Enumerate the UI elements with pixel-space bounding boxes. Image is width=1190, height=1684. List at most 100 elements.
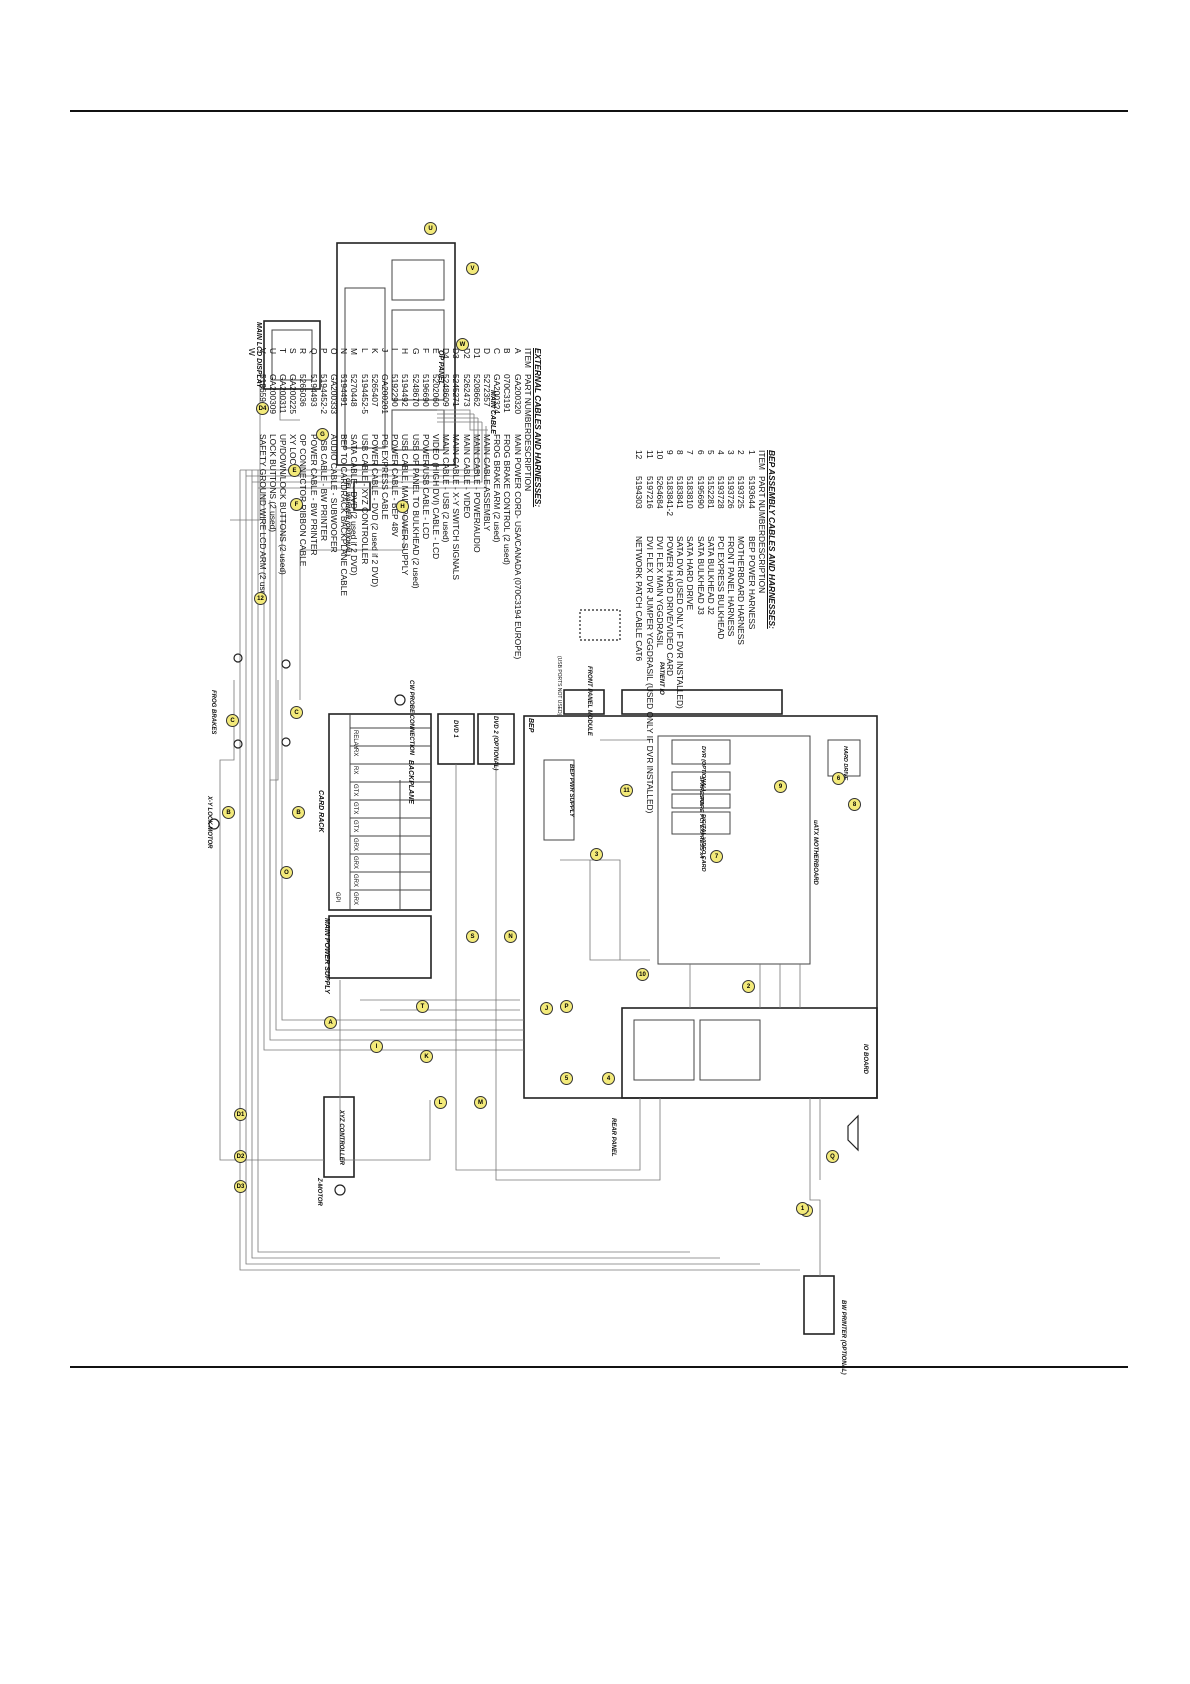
cable-desc: DVI FLEX DVR JUMPER YGGDRASIL (USED ONLY… bbox=[644, 536, 655, 814]
cable-item: M bbox=[349, 348, 360, 355]
callout-bubble: N bbox=[504, 930, 517, 943]
callout-bubble: L bbox=[434, 1096, 447, 1109]
card-slot-label: GPI bbox=[334, 892, 340, 903]
cable-item: D4 bbox=[441, 348, 452, 359]
cable-desc: SAFETY GROUND WIRE LCD ARM (2 used) bbox=[257, 434, 268, 603]
z-motor-label: Z-MOTOR bbox=[316, 1178, 322, 1206]
cable-part: 5193726 bbox=[726, 476, 737, 509]
callout-bubble: 3 bbox=[590, 848, 603, 861]
callout-bubble: O bbox=[280, 866, 293, 879]
callout-bubble: Q bbox=[826, 1150, 839, 1163]
cable-item: W bbox=[247, 348, 258, 356]
header-part: PART NUMBER bbox=[522, 374, 533, 435]
top-rule bbox=[70, 110, 1128, 112]
cable-desc: MAIN CABLE ASSEMBLY bbox=[481, 434, 492, 532]
cable-desc: BEP POWER HARNESS bbox=[746, 536, 757, 630]
cable-part: 5183841-2 bbox=[664, 476, 675, 517]
callout-bubble: M bbox=[474, 1096, 487, 1109]
cable-desc: PCI EXPRESS CABLE bbox=[379, 434, 390, 520]
callout-bubble: J bbox=[540, 1002, 553, 1015]
callout-bubble: U bbox=[424, 222, 437, 235]
cable-desc: POWER/USB CABLE - LCD bbox=[420, 434, 431, 540]
rear-panel-label: REAR PANEL bbox=[610, 1118, 616, 1157]
callout-bubble: A bbox=[324, 1016, 337, 1029]
cable-item: H bbox=[400, 348, 411, 355]
card-rack-box bbox=[328, 713, 432, 911]
xyz-controller-label: XYZ CONTROLLER bbox=[338, 1110, 344, 1165]
cable-item: D2 bbox=[461, 348, 472, 359]
card-slot-label: RELAY bbox=[352, 730, 358, 750]
cable-part bbox=[247, 374, 257, 434]
op-panel-box bbox=[336, 242, 456, 466]
cable-desc: SATA BULKHEAD J3 bbox=[695, 536, 706, 615]
cable-desc: DVI FLEX MAIN YGGDRASIL bbox=[654, 536, 665, 648]
external-list-header: ITEM PART NUMBER DESCRIPTION bbox=[523, 348, 533, 659]
callout-bubble: 10 bbox=[636, 968, 649, 981]
card-slot-label: RX bbox=[352, 766, 358, 775]
callout-bubble: 9 bbox=[774, 780, 787, 793]
callout-bubble: V bbox=[466, 262, 479, 275]
front-panel-label: FRONT PANEL MODULE bbox=[586, 666, 592, 736]
cable-item: 5 bbox=[705, 450, 716, 455]
callout-bubble: D3 bbox=[234, 1180, 247, 1193]
bottom-rule bbox=[70, 1366, 1128, 1368]
cable-item: O bbox=[328, 348, 339, 355]
callout-bubble: I bbox=[370, 1040, 383, 1053]
bw-printer-box bbox=[803, 1275, 835, 1335]
callout-bubble: D1 bbox=[234, 1108, 247, 1121]
cable-desc: USB OP PANEL TO BULKHEAD (2 used) bbox=[410, 434, 421, 589]
cable-item: C bbox=[492, 348, 503, 355]
cable-part: 5152281 bbox=[705, 476, 716, 509]
cable-part: 5194452-2 bbox=[318, 374, 329, 415]
cable-row: W bbox=[247, 348, 257, 659]
callout-bubble: F bbox=[290, 498, 303, 511]
cw-probe-label: CW PROBE CONNECTION bbox=[408, 680, 414, 755]
card-slot-label: GRX bbox=[352, 856, 358, 870]
cable-part: GA200324 bbox=[492, 374, 503, 415]
cable-desc: MAIN CABLE - VIDEO bbox=[461, 434, 472, 519]
patient-io-box bbox=[621, 689, 783, 715]
cable-part: 5192290 bbox=[390, 374, 401, 407]
cable-part: 5248609 bbox=[441, 374, 452, 407]
bep-cables-list: BEP ASSEMBLY CABLES AND HARNESSES: ITEM … bbox=[634, 450, 777, 813]
card-slot-label: RX bbox=[352, 748, 358, 757]
cable-part: 5194303 bbox=[634, 476, 645, 509]
cable-item: 10 bbox=[654, 450, 665, 460]
callout-bubble: H bbox=[396, 500, 409, 513]
cable-part: 5193644 bbox=[746, 476, 757, 509]
uatx-label: uATX MOTHERBOARD bbox=[812, 820, 818, 885]
cable-desc: FRONT PANEL HARNESS bbox=[726, 536, 737, 637]
cable-item: N bbox=[339, 348, 350, 355]
cable-part: GA200311 bbox=[277, 374, 288, 414]
dvd1-label: DVD 1 bbox=[452, 720, 458, 738]
cable-desc: VIDEO (HIGH DVI) CABLE - LCD bbox=[430, 434, 441, 560]
cable-desc: NETWORK PATCH CABLE CAT6 bbox=[634, 536, 645, 662]
dvd2-label: DVD 2 (OPTIONAL) bbox=[492, 716, 498, 771]
cable-desc: MAIN POWER CORD- USA/CANADA (070C3194 EU… bbox=[512, 434, 523, 660]
cable-part: 5248670 bbox=[410, 374, 421, 407]
cable-desc: POWER CABLE - BEP 48V bbox=[390, 434, 401, 537]
cable-item: K bbox=[369, 348, 380, 354]
cable-desc: SATA HARD DRIVE bbox=[685, 536, 696, 611]
cable-item: 7 bbox=[685, 450, 696, 455]
cable-item: Q bbox=[308, 348, 319, 355]
cable-desc: MAIN CABLE - USB (2 used) bbox=[441, 434, 452, 543]
cable-item: P bbox=[318, 348, 329, 354]
cable-desc: SATA CABLE - DVD (2 used if 2 DVD) bbox=[349, 434, 360, 576]
callout-bubble: G bbox=[316, 428, 329, 441]
cable-item: E bbox=[430, 348, 441, 354]
cable-desc: SATA DVR (USED ONLY IF DVR INSTALLED) bbox=[675, 536, 686, 709]
